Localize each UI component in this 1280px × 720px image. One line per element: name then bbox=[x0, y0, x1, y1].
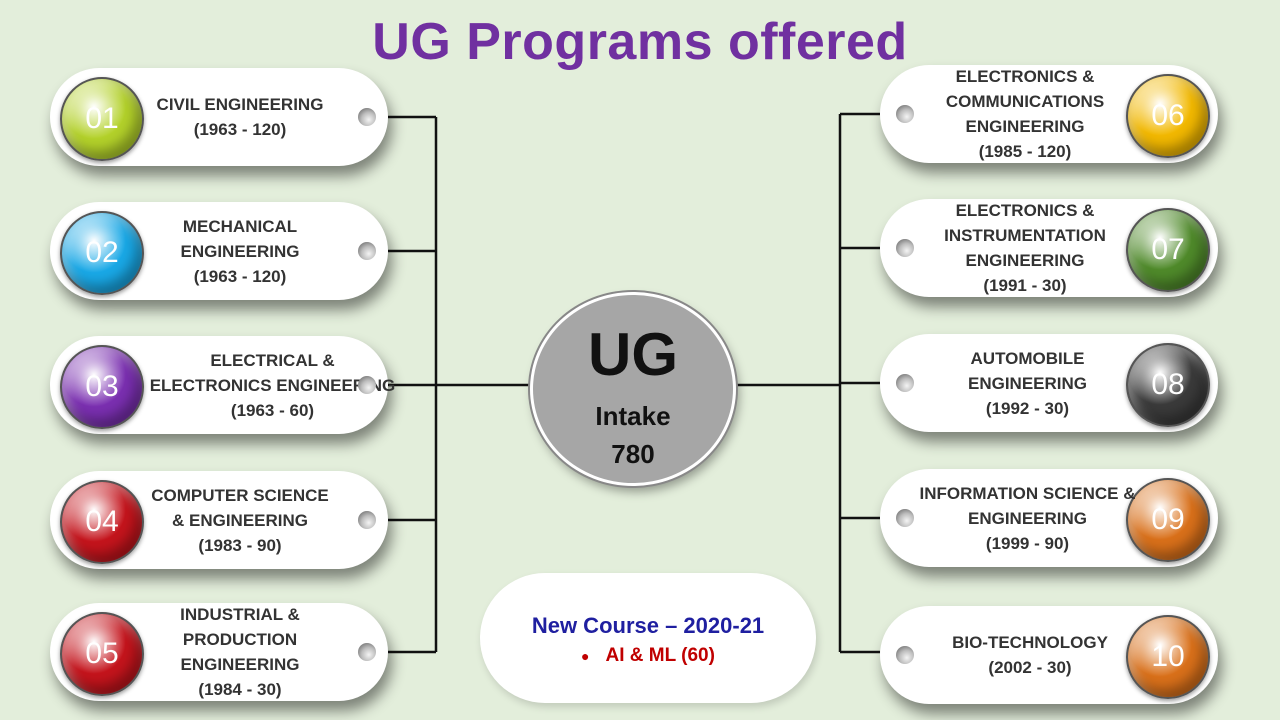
hub-label: Intake bbox=[595, 401, 671, 431]
connector-dot bbox=[896, 105, 914, 123]
program-number-badge: 07 bbox=[1126, 208, 1210, 292]
program-number-badge: 03 bbox=[60, 345, 144, 429]
hub-value: 780 bbox=[611, 439, 655, 469]
program-card-03: 03 ELECTRICAL &ELECTRONICS ENGINEERING(1… bbox=[50, 336, 395, 434]
program-label: ELECTRICAL &ELECTRONICS ENGINEERING(1963… bbox=[149, 350, 396, 420]
connector-dot bbox=[896, 374, 914, 392]
connector-dot bbox=[896, 646, 914, 664]
connector-dot bbox=[358, 242, 376, 260]
connector-dot bbox=[896, 509, 914, 527]
program-number-badge: 02 bbox=[60, 211, 144, 295]
connector-dot bbox=[358, 376, 376, 394]
program-card-10: 10 BIO-TECHNOLOGY(2002 - 30) bbox=[880, 606, 1218, 704]
program-card-04: 04 COMPUTER SCIENCE& ENGINEERING(1983 - … bbox=[50, 471, 388, 569]
program-number-badge: 04 bbox=[60, 480, 144, 564]
program-label: COMPUTER SCIENCE& ENGINEERING(1983 - 90) bbox=[151, 485, 329, 555]
hub-title: UG bbox=[588, 321, 678, 388]
connector-dot bbox=[896, 239, 914, 257]
connector-dot bbox=[358, 108, 376, 126]
ug-intake-hub: UG Intake 780 bbox=[530, 292, 736, 486]
program-number-badge: 08 bbox=[1126, 343, 1210, 427]
program-label: CIVIL ENGINEERING(1963 - 120) bbox=[156, 95, 324, 139]
program-label: INFORMATION SCIENCE &ENGINEERING(1999 - … bbox=[919, 483, 1136, 553]
program-card-09: 09 INFORMATION SCIENCE &ENGINEERING(1999… bbox=[880, 469, 1218, 567]
new-course-heading: New Course – 2020-21 bbox=[531, 613, 765, 638]
program-number-badge: 01 bbox=[60, 77, 144, 161]
page-title: UG Programs offered bbox=[372, 13, 908, 71]
program-number-badge: 05 bbox=[60, 612, 144, 696]
new-course-item: ●AI & ML (60) bbox=[581, 645, 715, 666]
program-number-badge: 06 bbox=[1126, 74, 1210, 158]
program-label: BIO-TECHNOLOGY(2002 - 30) bbox=[952, 633, 1108, 677]
connector-dot bbox=[358, 643, 376, 661]
connector-dot bbox=[358, 511, 376, 529]
new-course-box: New Course – 2020-21 ●AI & ML (60) bbox=[480, 573, 816, 703]
bullet-icon: ● bbox=[581, 648, 590, 664]
program-number-badge: 09 bbox=[1126, 478, 1210, 562]
program-number-badge: 10 bbox=[1126, 615, 1210, 699]
program-card-01: 01 CIVIL ENGINEERING(1963 - 120) bbox=[50, 68, 388, 166]
